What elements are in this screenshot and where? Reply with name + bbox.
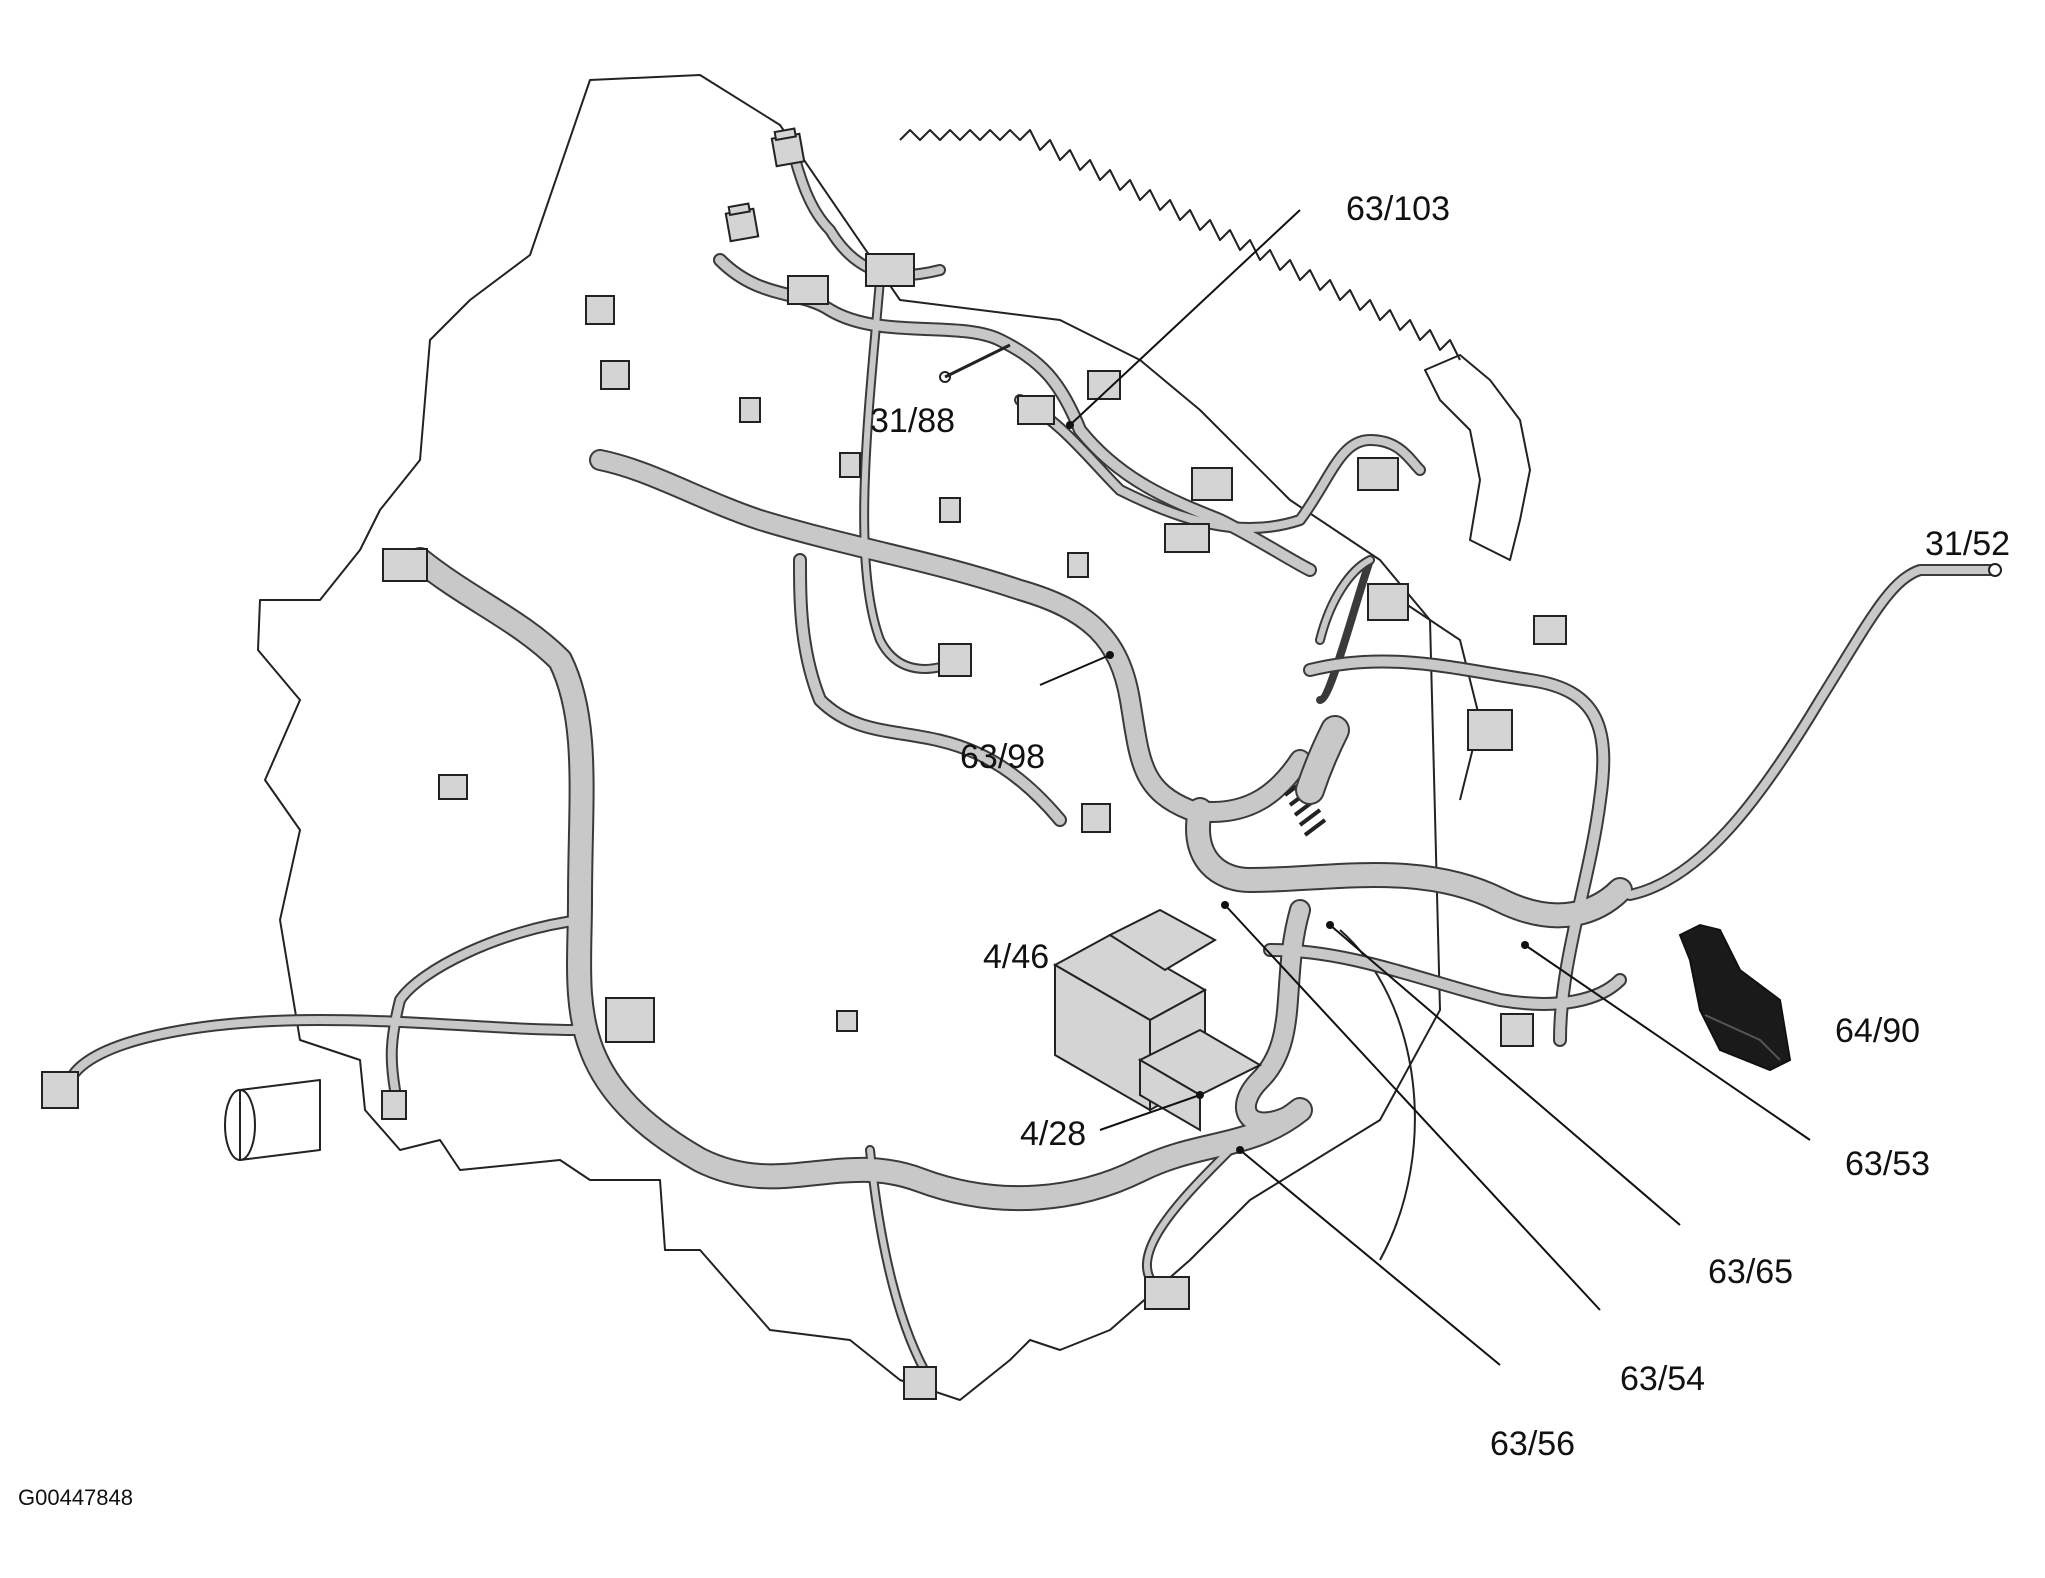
connector-mid-4 <box>1191 467 1233 501</box>
connector-bottom-1 <box>1144 1276 1190 1310</box>
module-4-28 <box>1137 1028 1263 1132</box>
label-4-46: 4/46 <box>983 938 1049 976</box>
label-64-90: 64/90 <box>1835 1012 1920 1050</box>
connector-left-2 <box>600 360 630 390</box>
connector-lower-mid-1 <box>1081 803 1111 833</box>
connector-top-4 <box>787 275 829 305</box>
connector-clip-1 <box>739 397 761 423</box>
engine-outline <box>224 74 1531 1401</box>
connector-mid-1 <box>1017 395 1055 425</box>
connector-right-1 <box>1357 457 1399 491</box>
figure-id: G00447848 <box>18 1485 133 1510</box>
label-31-52: 31/52 <box>1925 525 2010 563</box>
connector-lower-1 <box>605 997 655 1043</box>
label-63-65: 63/65 <box>1708 1253 1793 1291</box>
label-63-98: 63/98 <box>960 738 1045 776</box>
label-63-56: 63/56 <box>1490 1425 1575 1463</box>
connector-lower-right <box>1500 1013 1534 1047</box>
connector-top-3 <box>865 253 915 287</box>
connectors <box>41 127 1792 1400</box>
connector-mid-3 <box>1164 523 1210 553</box>
wiring-harness <box>64 134 2002 1385</box>
connector-lower-left <box>381 1090 407 1120</box>
connector-right-4 <box>1467 709 1513 751</box>
connector-64-90 <box>1678 923 1792 1072</box>
connector-left-4 <box>438 774 468 800</box>
connector-top-1 <box>770 127 806 168</box>
leader-lines <box>1039 209 1811 1366</box>
label-63-103: 63/103 <box>1346 190 1450 228</box>
connector-right-2 <box>1367 583 1409 621</box>
label-63-53: 63/53 <box>1845 1145 1930 1183</box>
ground-terminal-31-52 <box>1988 563 2002 577</box>
label-4-28: 4/28 <box>1020 1115 1086 1153</box>
connector-lower-2 <box>836 1010 858 1032</box>
connector-clip-4 <box>1067 552 1089 578</box>
connector-top-2 <box>724 202 760 243</box>
connector-mid-5 <box>938 643 972 677</box>
connector-bottom-2 <box>903 1366 937 1400</box>
connector-left-3 <box>382 548 428 582</box>
connector-clip-3 <box>939 497 961 523</box>
connector-right-3 <box>1533 615 1567 645</box>
label-63-54: 63/54 <box>1620 1360 1705 1398</box>
coil-spring <box>1283 715 1350 837</box>
connector-clip-2 <box>839 452 861 478</box>
label-31-88: 31/88 <box>870 402 955 440</box>
connector-mid-2 <box>1087 370 1121 400</box>
connector-far-left <box>41 1071 79 1109</box>
callout-labels: 63/103 31/88 31/52 63/98 4/46 4/28 64/90… <box>18 190 2010 1510</box>
connector-left-1 <box>585 295 615 325</box>
